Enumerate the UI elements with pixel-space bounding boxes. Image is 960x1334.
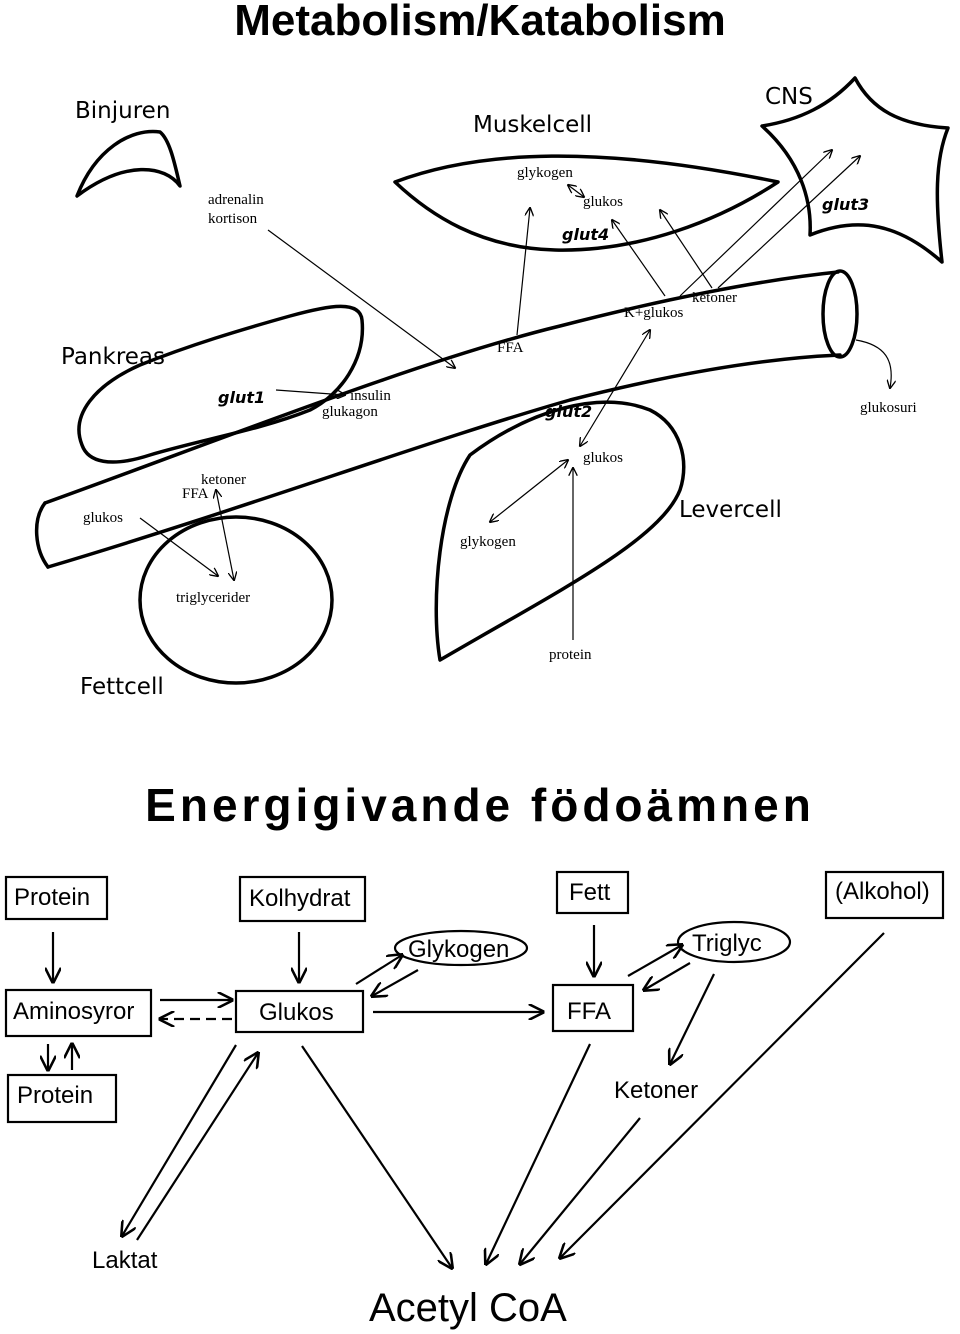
muskelcell-shape xyxy=(393,154,780,252)
section-title: Energigivande födoämnen xyxy=(145,779,815,831)
arrow-kglukos-to-muscle xyxy=(612,220,666,297)
arrow-triglyc-to-ffa xyxy=(644,962,691,990)
aminosyror-box xyxy=(4,988,153,1038)
alkohol-label: (Alkohol) xyxy=(835,878,930,905)
arrow-glukos-to-acetylcoa xyxy=(301,1045,452,1268)
insulin-label: insulin xyxy=(350,388,391,404)
levercell-label: Levercell xyxy=(679,497,782,523)
glukagon-label: glukagon xyxy=(322,404,378,420)
arrow-alkohol-to-acetylcoa xyxy=(560,932,885,1258)
pankreas-shape xyxy=(77,304,365,464)
glut1-label: glut1 xyxy=(218,388,265,407)
glukos-muscle-label: glukos xyxy=(583,194,623,210)
arrow-ffa-to-muscle xyxy=(516,208,530,336)
glut4-label: glut4 xyxy=(562,225,609,244)
protein-liver-label: protein xyxy=(549,647,592,663)
triglyc-label: Triglyc xyxy=(692,930,762,957)
aminosyror-label: Aminosyror xyxy=(13,998,134,1025)
glukosuri-label: glukosuri xyxy=(860,400,917,416)
fettcell-label: Fettcell xyxy=(80,674,164,700)
arrow-glykogen-to-glukos xyxy=(372,969,419,996)
triglycerider-label: triglycerider xyxy=(176,590,250,606)
binjuren-label: Binjuren xyxy=(75,98,170,124)
ketoner-top-label: ketoner xyxy=(692,290,737,306)
glykogen-ellipse xyxy=(393,929,529,967)
kortison-label: kortison xyxy=(208,211,258,227)
triglyc-ellipse xyxy=(676,920,792,964)
arrow-kglukos-liver xyxy=(580,330,650,446)
kolhydrat-label: Kolhydrat xyxy=(249,885,351,912)
arrow-ffa-to-triglyc xyxy=(627,945,682,977)
protein-box-bottom xyxy=(6,1073,118,1124)
arrow-glukos-to-laktat xyxy=(122,1044,237,1236)
arrow-ffa-triglycerider xyxy=(216,490,234,580)
pankreas-label: Pankreas xyxy=(61,344,165,370)
arrow-kglukos-to-cns xyxy=(679,150,832,297)
kolhydrat-box xyxy=(238,875,367,923)
cns-shape xyxy=(760,76,950,264)
arrow-glukos-to-glykogen xyxy=(355,955,402,985)
adrenalin-label: adrenalin xyxy=(208,192,264,208)
arrow-triglyc-to-ketoner xyxy=(670,973,715,1064)
glukos-box xyxy=(234,989,365,1034)
binjuren-shape xyxy=(75,129,182,198)
ffa-left-label: FFA xyxy=(182,486,209,502)
arrow-glukos-to-triglycerider xyxy=(139,517,218,576)
glukos-label: Glukos xyxy=(259,999,334,1026)
arrow-adrenalin-to-vessel xyxy=(267,229,455,368)
glut3-label: glut3 xyxy=(822,195,869,214)
arrow-to-glukosuri xyxy=(855,339,891,388)
blood-vessel-right-end xyxy=(821,269,859,359)
fett-box xyxy=(555,870,630,915)
ffa-box xyxy=(551,983,635,1033)
glykogen-muscle-label: glykogen xyxy=(517,165,573,181)
glukos-liver-label: glukos xyxy=(583,450,623,466)
blood-vessel-left-end xyxy=(34,501,50,569)
glykogen-liver-label: glykogen xyxy=(460,534,516,550)
blood-vessel xyxy=(43,270,840,505)
ffa-label: FFA xyxy=(567,998,611,1025)
k-glukos-label: K+glukos xyxy=(624,305,683,321)
arrow-ketoner-to-muscle xyxy=(660,210,713,289)
protein-box-bottom-label: Protein xyxy=(17,1082,93,1109)
protein-box-top-label: Protein xyxy=(14,884,90,911)
arrow-ketoner-to-acetylcoa xyxy=(520,1117,641,1264)
arrow-glut1-to-insulin xyxy=(275,389,345,395)
blood-vessel-lower xyxy=(46,353,842,569)
glukos-left-label: glukos xyxy=(83,510,123,526)
alkohol-box xyxy=(824,870,945,920)
acetyl-coa-label: Acetyl CoA xyxy=(369,1286,567,1330)
arrow-glykogen-glukos-muscle xyxy=(568,185,584,197)
arrow-ketoner-to-cns xyxy=(717,156,860,289)
arrow-glykogen-glukos-liver xyxy=(490,460,568,522)
cns-label: CNS xyxy=(765,84,813,110)
arrow-laktat-to-glukos xyxy=(136,1053,258,1241)
main-title: Metabolism/Katabolism xyxy=(234,0,726,45)
muskelcell-label: Muskelcell xyxy=(473,112,592,138)
levercell-shape xyxy=(434,400,686,662)
protein-box-top xyxy=(4,875,109,921)
glykogen-label: Glykogen xyxy=(408,936,509,963)
ketoner-left-label: ketoner xyxy=(201,472,246,488)
ffa-mid-label: FFA xyxy=(497,340,524,356)
glut2-label: glut2 xyxy=(545,402,592,421)
laktat-label: Laktat xyxy=(92,1247,158,1274)
ketoner-label: Ketoner xyxy=(614,1077,698,1104)
arrow-ffa-to-acetylcoa xyxy=(486,1043,591,1264)
fett-label: Fett xyxy=(569,879,611,906)
